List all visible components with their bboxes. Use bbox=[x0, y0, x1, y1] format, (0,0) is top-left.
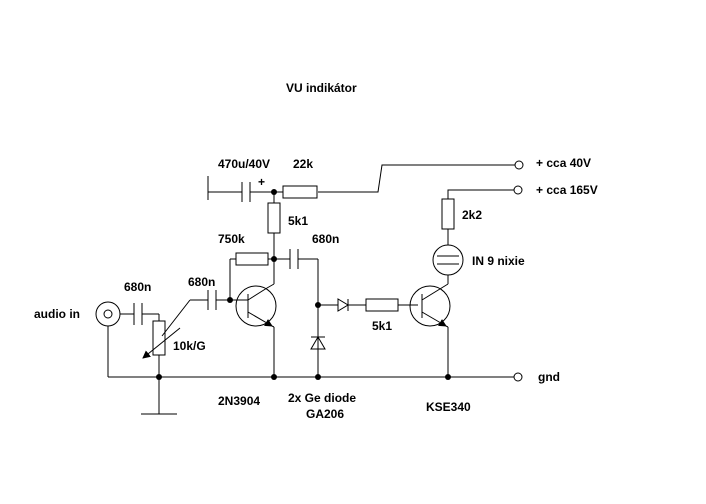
label-750k: 750k bbox=[218, 232, 245, 246]
label-470u: 470u/40V bbox=[218, 157, 270, 171]
label-gnd: gnd bbox=[538, 370, 560, 384]
terminal-40v[interactable] bbox=[514, 160, 524, 170]
terminal-gnd[interactable] bbox=[513, 372, 523, 382]
resistor-5k1-base bbox=[365, 298, 399, 312]
junction-gnd-2 bbox=[271, 374, 277, 380]
junction-base bbox=[227, 297, 233, 303]
capacitor-470u bbox=[207, 176, 283, 202]
terminal-165v[interactable] bbox=[513, 185, 523, 195]
potentiometer-10k bbox=[142, 320, 181, 377]
diode-series bbox=[318, 298, 366, 312]
label-680n-coupling: 680n bbox=[312, 232, 339, 246]
label-5k1-base: 5k1 bbox=[372, 319, 392, 333]
junction-gnd-1 bbox=[156, 374, 162, 380]
label-nixie: IN 9 nixie bbox=[472, 254, 525, 268]
label-supply-40v: + cca 40V bbox=[536, 156, 591, 170]
label-plus: + bbox=[258, 175, 265, 189]
transistor-kse340 bbox=[409, 276, 451, 377]
label-audio-in: audio in bbox=[34, 307, 80, 321]
label-680n-input: 680n bbox=[124, 280, 151, 294]
nixie-tube bbox=[432, 229, 464, 276]
resistor-2k2 bbox=[441, 198, 455, 230]
ground-left bbox=[107, 326, 177, 415]
diode-shunt bbox=[310, 336, 326, 350]
transistor-2n3904 bbox=[235, 259, 277, 377]
capacitor-680n-input bbox=[120, 303, 160, 325]
resistor-750k bbox=[235, 252, 269, 266]
audio-input-jack[interactable] bbox=[95, 301, 121, 327]
schematic-title: VU indikátor bbox=[286, 81, 357, 95]
label-2k2: 2k2 bbox=[462, 208, 482, 222]
supply-40v-line bbox=[318, 164, 518, 193]
label-2n3904: 2N3904 bbox=[218, 394, 260, 408]
junction-gnd-3 bbox=[315, 374, 321, 380]
base-input-wires bbox=[161, 290, 248, 337]
supply-165v-line bbox=[447, 189, 514, 199]
label-supply-165v: + cca 165V bbox=[536, 183, 598, 197]
feedback-750k-wires bbox=[229, 258, 274, 300]
label-22k: 22k bbox=[293, 157, 313, 171]
label-diodes-1: 2x Ge diode bbox=[288, 391, 356, 405]
label-diodes-2: GA206 bbox=[306, 407, 344, 421]
capacitor-680n-coupling bbox=[274, 249, 319, 377]
resistor-22k bbox=[282, 185, 318, 199]
label-680n-base: 680n bbox=[188, 275, 215, 289]
label-5k1-top: 5k1 bbox=[288, 214, 308, 228]
junction-22k bbox=[271, 189, 277, 195]
label-kse340: KSE340 bbox=[426, 400, 471, 414]
label-10k: 10k/G bbox=[173, 339, 206, 353]
resistor-5k1-collector bbox=[267, 202, 281, 234]
